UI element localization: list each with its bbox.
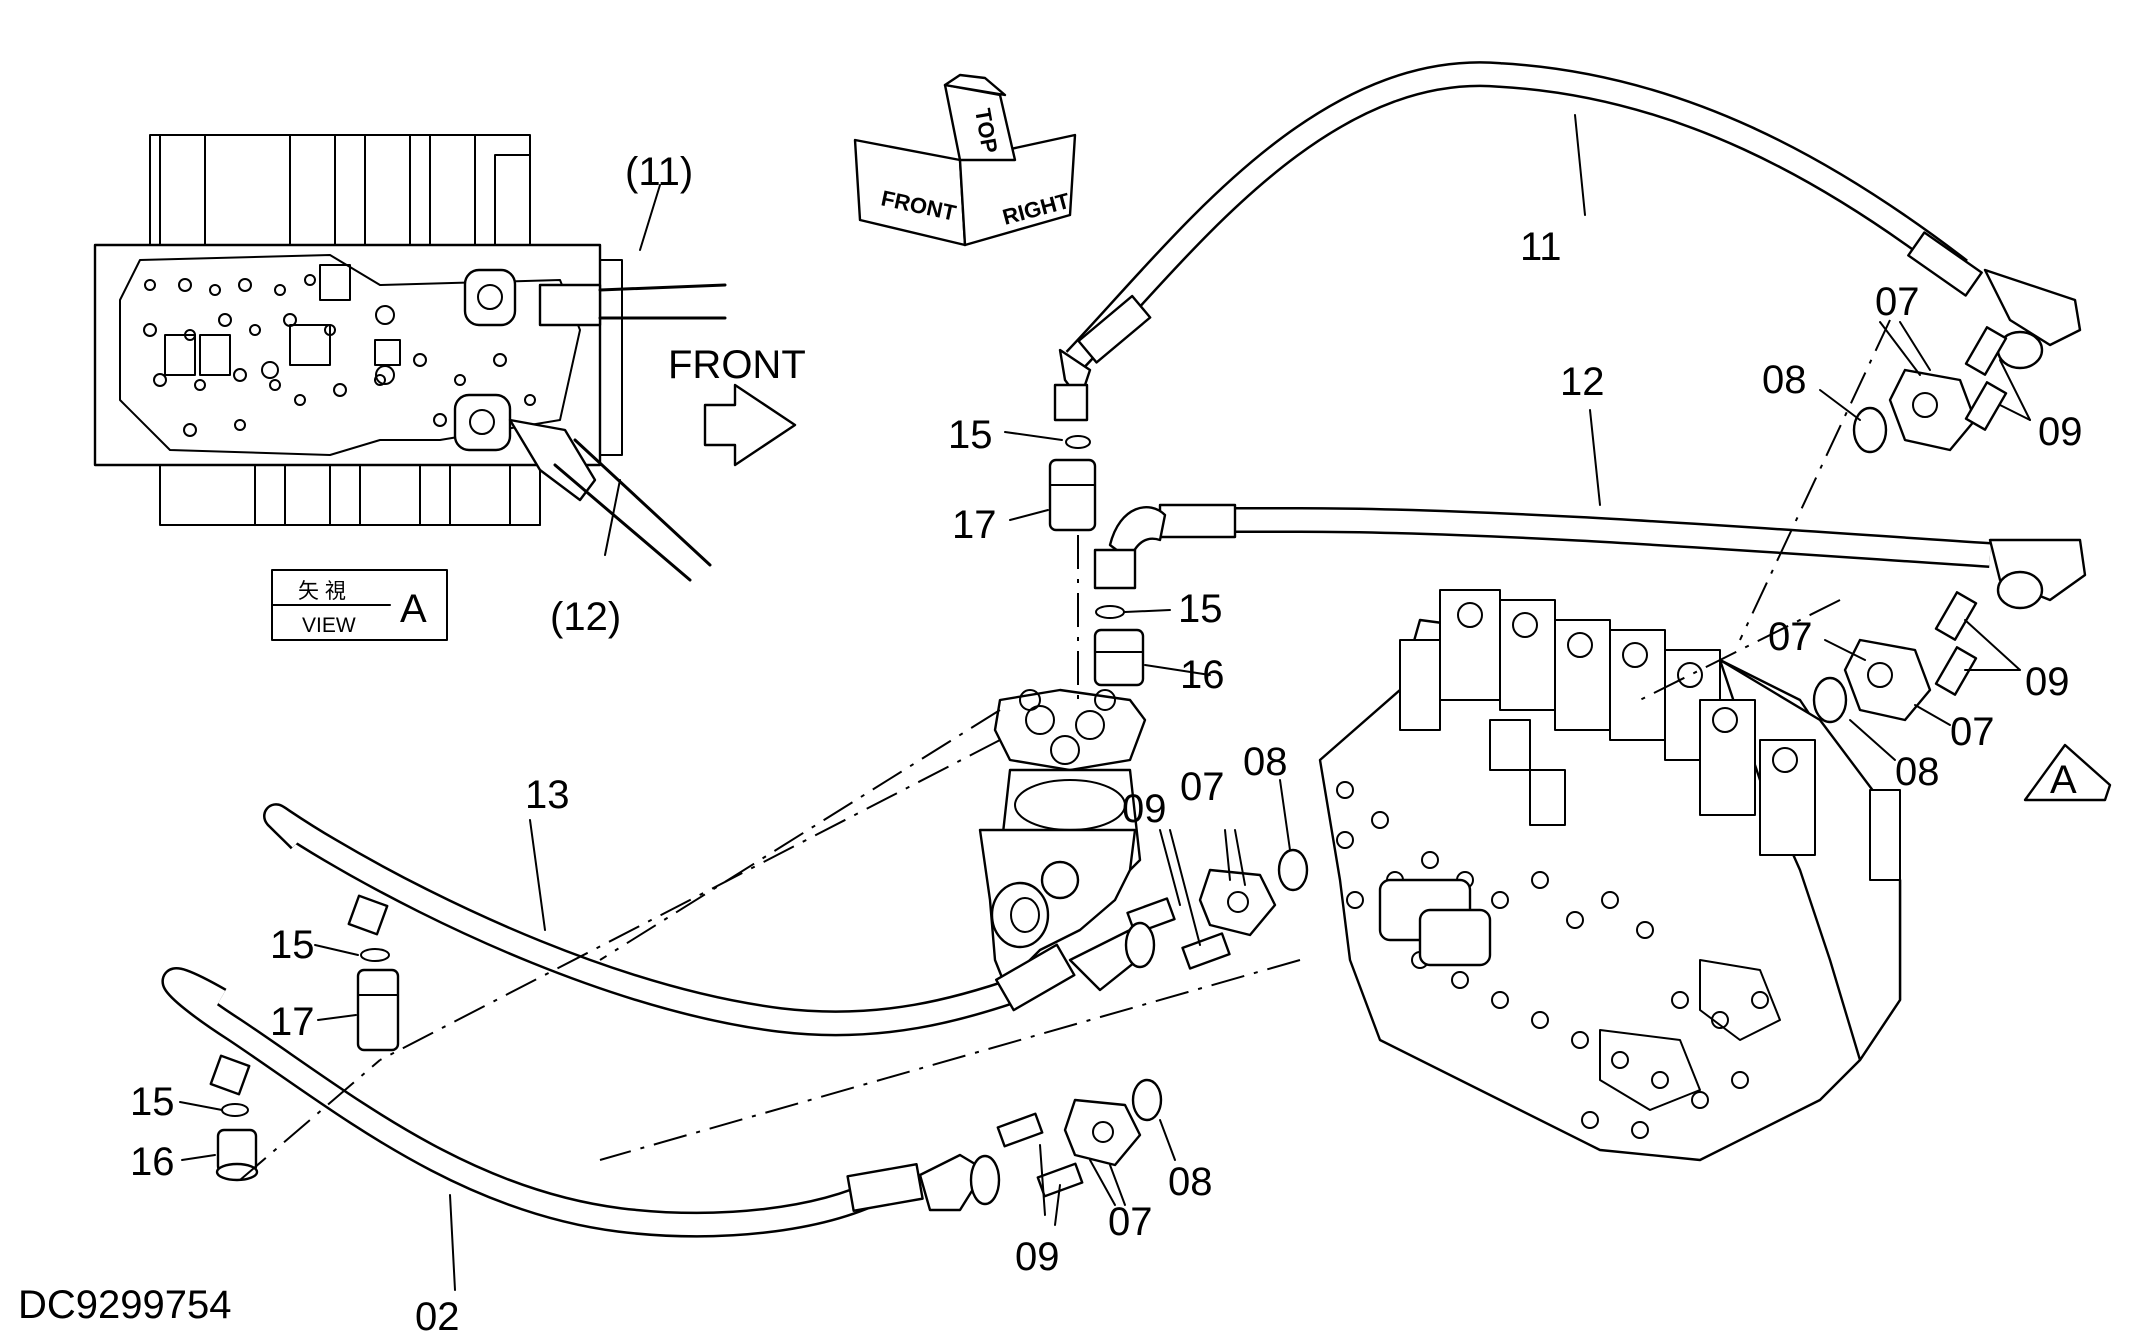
centre-lines: [239, 319, 1891, 1181]
view-a-box: 矢 視 VIEW A: [271, 569, 448, 641]
front-label: FRONT: [668, 343, 806, 387]
callout-11: 11: [1520, 225, 1562, 269]
callout-16-b: 16: [130, 1140, 175, 1184]
callout-08-b: 08: [1895, 750, 1940, 794]
hose-02: [161, 967, 1001, 1238]
flange-group-bottom: [996, 1078, 1163, 1198]
control-valve: [1318, 589, 1902, 1162]
callout-15-d: 15: [130, 1080, 175, 1124]
callout-17-a: 17: [952, 503, 997, 547]
view-a-marker: A: [2023, 743, 2112, 802]
flange-group-upper: [1852, 326, 2008, 454]
view-box-kanji: 矢 視: [298, 580, 346, 603]
callout-11-inset: (11): [625, 150, 693, 194]
callout-07-e: 07: [1108, 1200, 1153, 1244]
view-marker-letter: A: [2050, 758, 2077, 802]
drawing-number: DC9299754: [18, 1283, 232, 1327]
callout-15-a: 15: [948, 413, 993, 457]
callout-12-inset: (12): [550, 595, 621, 639]
callout-12: 12: [1560, 360, 1605, 404]
callout-07-c: 07: [1950, 710, 1995, 754]
hose-12: [1093, 503, 2087, 610]
callout-07-d: 07: [1180, 765, 1225, 809]
callout-16-a: 16: [1180, 653, 1225, 697]
callout-15-b: 15: [1178, 587, 1223, 631]
callout-08-d: 08: [1168, 1160, 1213, 1204]
inset-view-a: (11) (12) 矢 視 VIEW A FRONT: [93, 134, 806, 641]
fitting-group-top: [1048, 435, 1145, 687]
fitting-group-bottom: [209, 894, 400, 1182]
callout-08-c: 08: [1243, 740, 1288, 784]
callout-13: 13: [525, 773, 570, 817]
view-box-view: VIEW: [302, 614, 356, 637]
hose-13: [263, 803, 1156, 1037]
callout-02: 02: [415, 1295, 460, 1339]
callout-08-a: 08: [1762, 358, 1807, 402]
front-arrow-icon: [703, 383, 797, 467]
callout-15-c: 15: [270, 923, 315, 967]
inset-valve-block: [93, 134, 727, 582]
view-box-letter: A: [400, 587, 427, 631]
callout-09-b: 09: [2025, 660, 2070, 704]
callout-09-a: 09: [2038, 410, 2083, 454]
callout-09-d: 09: [1015, 1235, 1060, 1279]
flange-group-lower: [1812, 591, 1978, 724]
callout-07-a: 07: [1875, 280, 1920, 324]
hose-11: [1053, 61, 2082, 422]
swivel-block: [978, 688, 1147, 987]
callout-09-c: 09: [1122, 787, 1167, 831]
callout-07-b: 07: [1768, 615, 1813, 659]
callout-17-b: 17: [270, 1000, 315, 1044]
orientation-cube-icon: FRONT TOP RIGHT: [853, 73, 1077, 247]
